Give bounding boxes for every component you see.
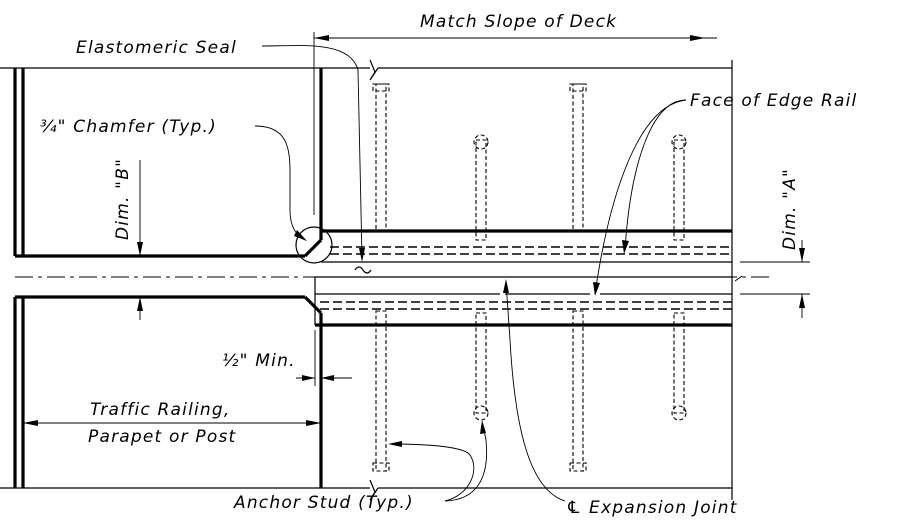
label-chamfer: ¾" Chamfer (Typ.)	[40, 117, 217, 137]
anchor-stud-lower-2	[569, 310, 587, 472]
leader-expansion-joint	[503, 279, 566, 502]
label-face-of-edge-rail: Face of Edge Rail	[690, 91, 857, 111]
deck-outline	[369, 59, 733, 501]
shear-stud-lower-1	[473, 312, 489, 421]
label-anchor-stud: Anchor Stud (Typ.)	[233, 493, 414, 513]
label-traffic-railing-line1: Traffic Railing,	[90, 400, 230, 420]
dim-a	[740, 240, 810, 318]
anchor-stud-lower-1	[372, 310, 390, 472]
edge-rail-upper	[321, 229, 732, 263]
label-dim-a: Dim. "A"	[780, 168, 800, 250]
elastomeric-seal-mark	[354, 266, 372, 274]
leader-face-of-edge-rail	[593, 99, 687, 296]
dim-b	[137, 160, 143, 320]
dim-traffic-railing	[23, 420, 321, 426]
dim-half-min	[296, 330, 352, 386]
anchor-stud-upper-1	[372, 83, 390, 232]
anchor-stud-upper-2	[569, 83, 587, 232]
leader-chamfer	[254, 125, 307, 241]
parapet-upper	[0, 67, 370, 258]
leader-elastomeric-seal	[261, 45, 365, 262]
label-match-slope: Match Slope of Deck	[420, 12, 617, 32]
chamfer-detail-circle	[295, 226, 333, 264]
shear-stud-upper-2	[671, 134, 687, 241]
leader-anchor-stud	[388, 420, 488, 502]
dim-match-slope	[313, 32, 717, 215]
parapet-lower	[0, 295, 370, 489]
shear-stud-upper-1	[473, 134, 489, 241]
label-traffic-railing-line2: Parapet or Post	[88, 427, 236, 447]
label-elastomeric-seal: Elastomeric Seal	[76, 38, 237, 58]
label-dim-b: Dim. "B"	[113, 158, 133, 240]
label-expansion-joint: ℄ Expansion Joint	[566, 498, 738, 518]
shear-stud-lower-2	[671, 312, 687, 421]
edge-rail-lower	[314, 276, 732, 327]
label-half-min: ½" Min.	[222, 351, 296, 371]
